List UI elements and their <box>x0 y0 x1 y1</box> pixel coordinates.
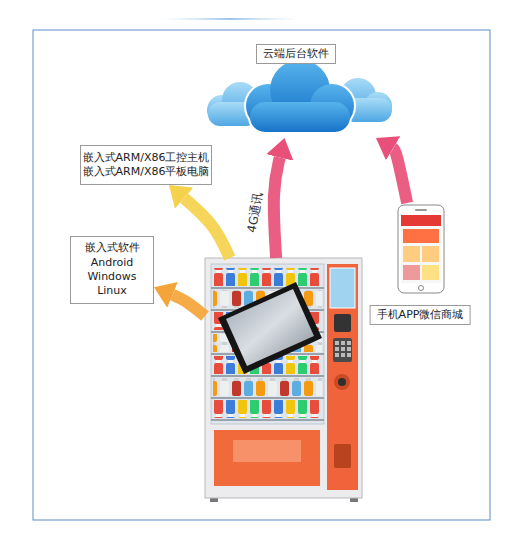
phone-illustration-part <box>422 265 439 280</box>
vending-machine-illustration-part <box>333 338 352 362</box>
flow-arrow <box>274 157 280 258</box>
vending-machine <box>205 258 362 500</box>
flow-arrow <box>393 148 407 203</box>
cloud-service: 云端后台软件 <box>196 42 396 138</box>
vending-machine-illustration-part-part <box>211 419 324 421</box>
top-accent-line <box>160 18 300 20</box>
phone-illustration-part <box>398 205 444 293</box>
vending-machine-illustration-part <box>338 378 346 386</box>
label-box: 云端后台软件 <box>256 44 336 64</box>
vending-machine-illustration-part-part <box>347 347 351 351</box>
vending-machine-illustration-part <box>226 289 314 366</box>
vending-machine-illustration-part-part <box>347 353 351 357</box>
node-text: 手机APP微信商城 <box>377 308 464 322</box>
vending-machine-illustration-part-part <box>211 375 324 377</box>
hardware-box: 嵌入式ARM/X86工控主机嵌入式ARM/X86平板电脑 <box>80 145 212 185</box>
vending-machine-illustration-part <box>334 314 351 332</box>
cloud-illustration-part-part <box>250 102 350 132</box>
phone-illustration-part <box>401 215 441 283</box>
vending-machine-illustration-part-part <box>335 341 339 345</box>
flow-arrow <box>184 198 230 258</box>
vending-machine-illustration-part <box>213 268 322 286</box>
vending-machine-illustration-part-part <box>341 347 345 351</box>
edge-label: 4G通讯 <box>244 191 268 234</box>
vending-machine-illustration <box>205 258 362 502</box>
node-text: 云端后台软件 <box>263 47 329 61</box>
vending-machine-illustration-part <box>218 282 322 374</box>
vending-machine-illustration-part <box>327 264 358 490</box>
phone-illustration-part <box>403 229 439 243</box>
flow-arrow <box>172 295 205 316</box>
node-text: Windows <box>87 270 136 284</box>
cloud-illustration <box>207 60 392 132</box>
vending-machine-illustration-part-part <box>347 341 351 345</box>
phone-illustration-part <box>415 209 427 211</box>
vending-machine-illustration-part <box>334 444 351 468</box>
vending-machine-illustration-part <box>211 264 324 424</box>
phone-illustration-part <box>403 246 420 262</box>
outer-frame <box>33 30 490 520</box>
vending-machine-illustration-part <box>334 374 350 390</box>
vending-machine-illustration-part-part <box>341 341 345 345</box>
label-box: 手机APP微信商城 <box>370 305 471 325</box>
vending-machine-illustration-part <box>213 378 322 396</box>
vending-machine-illustration-part <box>233 440 301 462</box>
vending-machine-illustration-part-part <box>335 353 339 357</box>
software-box: 嵌入式软件AndroidWindowsLinux <box>70 236 154 304</box>
phone-illustration-part <box>422 246 439 262</box>
cloud-illustration-part <box>246 60 354 132</box>
phone-illustration-part <box>403 265 420 280</box>
vending-machine-illustration-part-part <box>335 347 339 351</box>
vending-machine-illustration-part-part <box>341 353 345 357</box>
vending-machine-illustration-part <box>213 400 322 418</box>
node-text: 嵌入式ARM/X86工控主机 <box>83 151 210 165</box>
node-text: 嵌入式ARM/X86平板电脑 <box>83 165 210 179</box>
node-text: Linux <box>97 284 127 298</box>
vending-machine-illustration-part <box>214 430 320 486</box>
cloud-illustration-part-part <box>250 102 350 132</box>
node-text: 嵌入式软件 <box>85 241 140 255</box>
phone-illustration <box>398 205 444 293</box>
mobile-app: 手机APP微信商城 <box>368 203 472 325</box>
vending-machine-illustration-part-part <box>211 287 324 289</box>
phone-illustration-part <box>419 286 424 291</box>
node-text: Android <box>91 256 134 270</box>
vending-machine-illustration-part <box>330 268 355 308</box>
phone-illustration-part <box>401 215 441 226</box>
vending-machine-illustration-part <box>205 258 362 498</box>
vending-machine-illustration-part-part <box>211 397 324 399</box>
cloud-illustration-part <box>246 60 354 132</box>
vending-machine-illustration-part <box>335 341 351 357</box>
